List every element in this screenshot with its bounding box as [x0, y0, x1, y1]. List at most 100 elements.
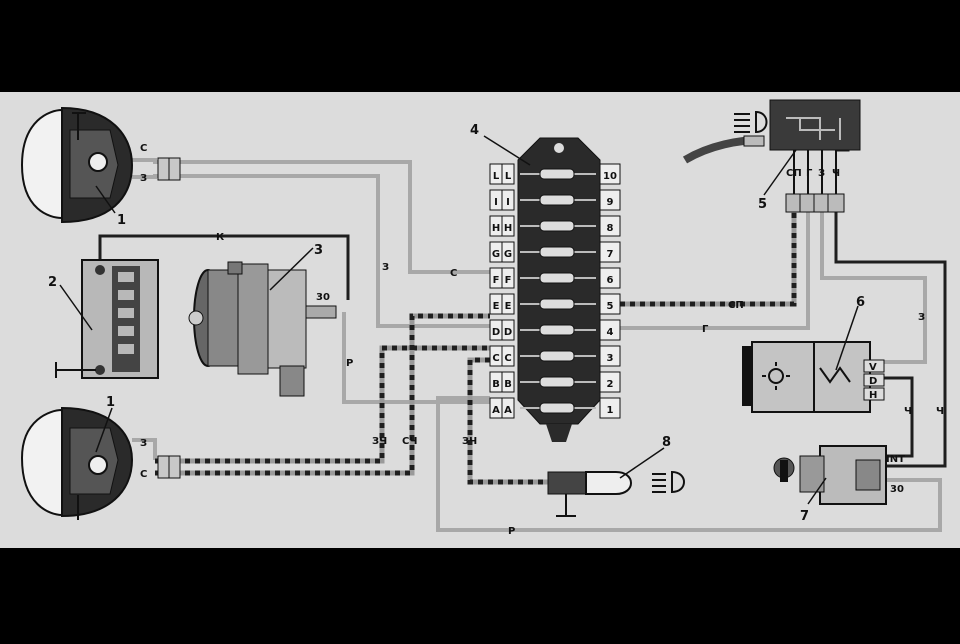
terminal-label: V: [869, 362, 877, 373]
terminal-label: INT: [886, 454, 905, 465]
fuse-number: 2: [607, 379, 614, 390]
light-switch: [682, 99, 861, 213]
wire-r-bottom: [436, 396, 942, 532]
fuse-letter: H: [492, 223, 500, 234]
fuse-letter: H: [504, 223, 512, 234]
wire-label: СП: [728, 300, 744, 311]
fuse-number-box: [599, 267, 621, 289]
bulb-icon: [88, 152, 108, 172]
switch-wire-labels: СП Г З Ч: [786, 168, 840, 179]
fuse-number-box: [599, 241, 621, 263]
fuse-number-box: [599, 371, 621, 393]
fuse-letter-box: [501, 345, 515, 367]
fuse-number-box: [599, 319, 621, 341]
fuse-letter: C: [504, 353, 511, 364]
component-number: 4: [470, 123, 479, 138]
component-number: 1: [117, 213, 126, 228]
fuse: [539, 246, 575, 258]
wire-label: К: [216, 232, 225, 243]
fuse-letter: B: [504, 379, 512, 390]
fuse-letter: G: [504, 249, 512, 260]
wire-label: Г: [806, 168, 813, 179]
fuse-letter: A: [492, 405, 500, 416]
wire-label: З: [818, 168, 825, 179]
fuse-letter-box: [501, 371, 515, 393]
fuse-letter: G: [492, 249, 500, 260]
battery: [55, 259, 159, 379]
wire-label: С: [140, 469, 147, 480]
fuse-letter-box: [501, 215, 515, 237]
headlight-top: [20, 106, 181, 224]
wire-label: З: [382, 262, 389, 273]
wire-label: Р: [346, 358, 353, 369]
fuse-letter-box: [501, 397, 515, 419]
fuse-number-box: [599, 345, 621, 367]
fuse-letter: C: [492, 353, 499, 364]
wire-label: СП: [786, 168, 802, 179]
wire-labels: С З К З С СП Г Р ЗЧ СЧ ЗЧ З Ч Ч Р З С: [140, 143, 944, 537]
fuse-letter-box: [501, 267, 515, 289]
fuse: [539, 168, 575, 180]
fuse-number-box: [599, 215, 621, 237]
striped-wires: [155, 212, 797, 485]
wire-label: Ч: [904, 406, 912, 417]
fuse-letter: A: [504, 405, 512, 416]
fuse-number-box: [599, 397, 621, 419]
wire-label: Г: [702, 324, 709, 335]
fuse-letter-box: [501, 241, 515, 263]
component-number: 3: [314, 243, 323, 258]
fuse-number: 1: [607, 405, 614, 416]
fuse: [539, 220, 575, 232]
component-number: 8: [662, 435, 671, 450]
fuse-letter: F: [493, 275, 500, 286]
wire-g: [620, 212, 810, 330]
terminal-labels: 30 V D H INT 30: [316, 292, 905, 495]
fuse-letter-box: [501, 163, 515, 185]
component-number: 2: [48, 275, 57, 290]
headlight-bottom: [20, 406, 181, 520]
wire-label: З: [140, 173, 147, 184]
bulb-icon: [88, 455, 108, 475]
headlight-symbol-icon: [734, 110, 768, 134]
component-number: 1: [106, 395, 115, 410]
wire-label: СЧ: [402, 436, 417, 447]
ignition-switch: [773, 445, 887, 505]
fuse: [539, 298, 575, 310]
leader-lines: [59, 135, 859, 505]
component-number: 7: [800, 509, 809, 524]
fuse-letter: E: [493, 301, 500, 312]
terminal-label: H: [869, 390, 877, 401]
wire-k: [98, 234, 350, 300]
light-wires: [132, 158, 942, 532]
fuse-number: 3: [607, 353, 614, 364]
component-numbers: 1 2 3 1 4 5 6 7 8: [48, 123, 865, 524]
fuse-letter: L: [493, 171, 500, 182]
wire-z-top: [132, 174, 490, 328]
fuse-letter: B: [492, 379, 500, 390]
fuse-number-box: [599, 163, 621, 185]
terminal-label: 30: [316, 292, 330, 303]
fuse: [539, 324, 575, 336]
fuse-letter: D: [504, 327, 512, 338]
fuse: [539, 194, 575, 206]
fuse-letter: F: [505, 275, 512, 286]
wire-r-alt: [342, 312, 490, 404]
fuse: [539, 376, 575, 388]
wire-z-right: [820, 212, 927, 364]
fuse-letter-box: [501, 319, 515, 341]
fuse-letter: E: [505, 301, 512, 312]
terminal-label: D: [869, 376, 877, 387]
fuse-letter-box: [501, 293, 515, 315]
fuse-letter: D: [492, 327, 500, 338]
wire-label: ЗЧ: [462, 436, 477, 447]
wire-label: Ч: [936, 406, 944, 417]
fuse-letter-box: [501, 189, 515, 211]
fuse-number: 7: [607, 249, 614, 260]
terminal-label: 30: [890, 484, 904, 495]
wire-label: Р: [508, 526, 515, 537]
lamp: [547, 470, 685, 517]
fuse: [539, 402, 575, 414]
fuse-number: 10: [603, 171, 617, 182]
